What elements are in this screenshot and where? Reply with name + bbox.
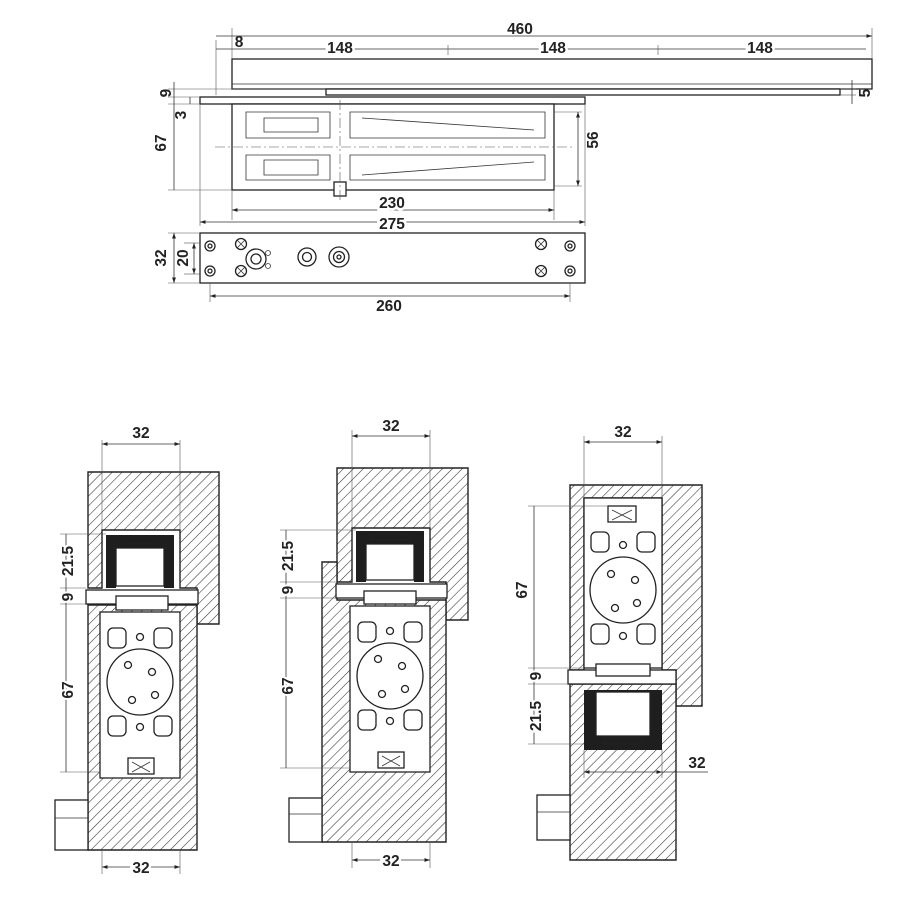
s3-dim-bottom-32: 32 bbox=[688, 755, 705, 772]
s1-dim-9: 9 bbox=[60, 592, 77, 601]
dim-8: 8 bbox=[235, 34, 244, 51]
s3-dim-21-5: 21.5 bbox=[528, 701, 545, 732]
s1-dim-top-32: 32 bbox=[132, 425, 149, 442]
guide-rail bbox=[231, 58, 873, 90]
mounting-plate bbox=[199, 232, 586, 284]
dim-148-c: 148 bbox=[747, 40, 773, 57]
s3-dim-top-32: 32 bbox=[614, 424, 631, 441]
dim-67: 67 bbox=[153, 134, 170, 151]
body-slot-right-lower bbox=[349, 154, 546, 181]
s2-dim-9: 9 bbox=[280, 585, 297, 594]
s1-dim-67: 67 bbox=[60, 681, 77, 698]
s2-dim-67: 67 bbox=[280, 677, 297, 694]
dim-9: 9 bbox=[158, 88, 175, 97]
adjustment-valves bbox=[245, 246, 350, 270]
dim-3: 3 bbox=[173, 110, 190, 119]
s1-dim-bottom-32: 32 bbox=[132, 860, 149, 877]
dim-460: 460 bbox=[507, 21, 533, 38]
body-slot-lower bbox=[245, 154, 331, 181]
dim-56: 56 bbox=[585, 131, 602, 149]
arm bbox=[325, 88, 841, 96]
body-slot-right-upper bbox=[349, 111, 546, 139]
s3-dim-67: 67 bbox=[514, 581, 531, 598]
dim-275: 275 bbox=[379, 216, 405, 233]
s1-dim-21-5: 21.5 bbox=[60, 546, 77, 577]
dim-32-plan: 32 bbox=[153, 249, 170, 266]
dim-260: 260 bbox=[376, 298, 402, 315]
dim-230: 230 bbox=[379, 195, 405, 212]
s2-dim-top-32: 32 bbox=[382, 418, 399, 435]
dim-20: 20 bbox=[175, 249, 192, 266]
section-1: 32 21.5 9 67 32 bbox=[54, 425, 220, 880]
body-slot-upper bbox=[245, 111, 331, 139]
dim-5: 5 bbox=[857, 88, 874, 97]
screw-holes bbox=[204, 237, 576, 278]
dim-148-b: 148 bbox=[540, 40, 566, 57]
top-plate bbox=[199, 96, 586, 105]
s3-dim-9: 9 bbox=[528, 671, 545, 680]
dim-148-a: 148 bbox=[327, 40, 353, 57]
section-3: 32 67 9 21.5 32 bbox=[514, 424, 708, 861]
plan-view: 32 20 260 bbox=[153, 232, 586, 318]
top-elevation-view: 460 8 148 148 148 9 3 67 5 56 2 bbox=[153, 21, 874, 236]
s2-dim-bottom-32: 32 bbox=[382, 853, 399, 870]
s2-dim-21-5: 21.5 bbox=[280, 541, 297, 572]
section-2: 32 21.5 9 67 32 bbox=[278, 418, 469, 873]
